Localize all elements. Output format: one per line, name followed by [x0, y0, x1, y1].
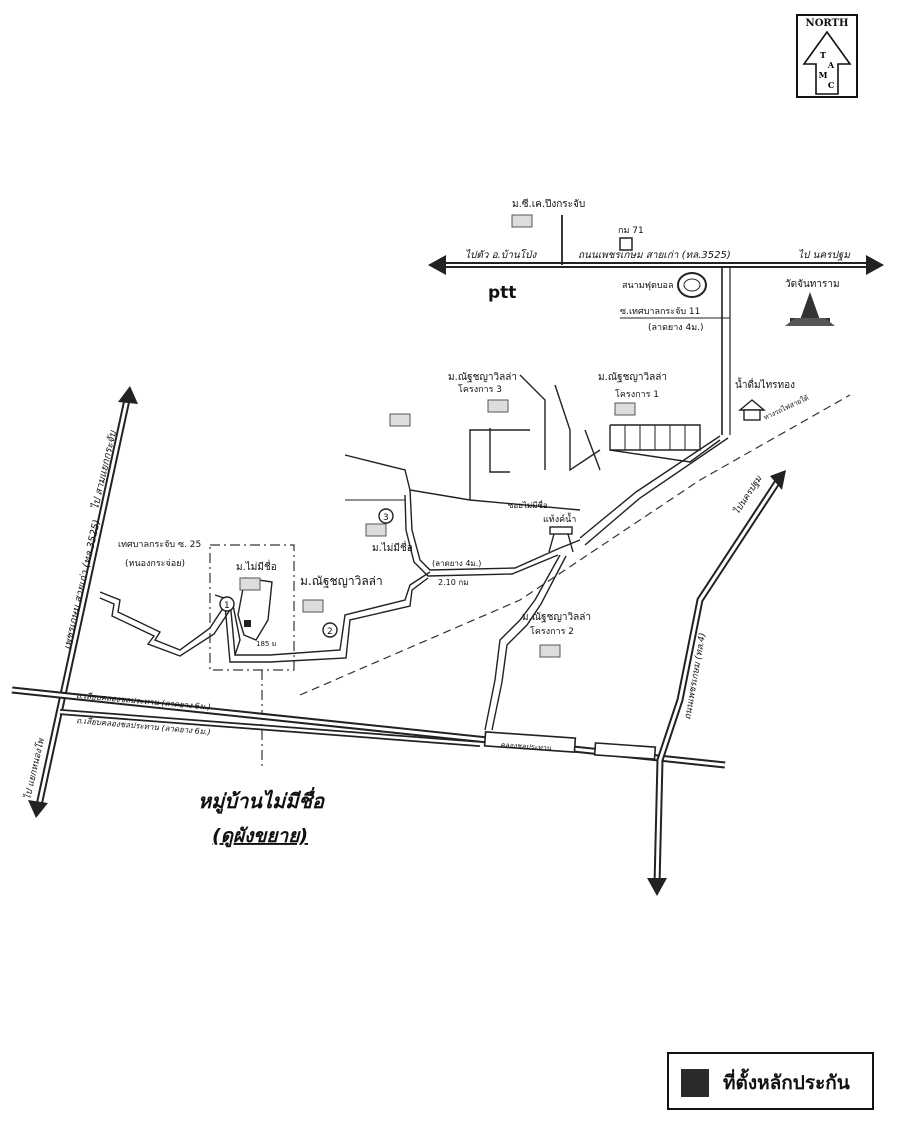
label-to-ban-pong: ไปตัว อ.บ้านโป่ง [465, 249, 537, 261]
label-rail: ทางรถไฟสายใต้ [762, 393, 810, 422]
label-water-plant: น้ำดื่มไทรทอง [735, 377, 795, 391]
label-project2-line2: โครงการ 2 [530, 626, 574, 637]
village-icon [487, 399, 509, 413]
temple-icon [785, 292, 835, 326]
village-icon [539, 644, 561, 658]
north-arrow-letter: C [828, 80, 834, 90]
label-inset-village: ม.ไม่มีชื่อ [236, 559, 277, 573]
label-water-tower: แท้งค์น้ำ [543, 512, 576, 525]
legend-label: ที่ตั้งหลักประกัน [723, 1072, 850, 1094]
house-icon [738, 399, 766, 411]
north-arrow-letter: M [819, 70, 828, 80]
label-project2-line1: ม.ณัฐชญาวิลล่า [522, 612, 591, 623]
label-num-2: 2 [327, 627, 333, 637]
arrow-right-icon [866, 255, 884, 275]
subtitle: (ดูผังขยาย) [212, 825, 308, 848]
label-num-3: 3 [383, 513, 389, 523]
label-ptt: ptt [488, 283, 516, 303]
arrow-left-icon [428, 255, 446, 275]
label-soi11-road: (ลาดยาง 4ม.) [648, 323, 704, 333]
highway-4 [647, 470, 786, 896]
label-project3-line2: โครงการ 3 [458, 384, 502, 395]
north-arrow-letter: T [820, 50, 826, 60]
label-soi-no-name: ซอยไม่มีชื่อ [508, 499, 548, 510]
marker-circle-3 [378, 508, 394, 524]
label-khok-school: ม.ซี.เค.ปึงกระจับ [512, 198, 585, 210]
water-tower-icon [548, 526, 574, 553]
label-football-field: สนามฟุตบอล [622, 281, 673, 291]
arrow-up-icon [118, 386, 138, 404]
village-icon [302, 599, 324, 613]
canal-road [11, 686, 726, 769]
label-dist210: 2.10 กม [438, 578, 468, 587]
village-icon [365, 523, 387, 537]
label-soi11: ซ.เทศบาลกระจับ 11 [620, 307, 700, 317]
label-no-name-village: ม.ไม่มีชื่อ [372, 540, 413, 554]
label-soi25-line2: (หนองกระจ่อย) [125, 559, 185, 569]
label-soi25-line1: เทศบาลกระจับ ซ. 25 [118, 540, 201, 550]
main-title: หมู่บ้านไม่มีชื่อ [198, 787, 325, 814]
legend-box: ที่ตั้งหลักประกัน [667, 1052, 874, 1110]
label-temple: วัดจันทาราม [785, 279, 840, 290]
legend-swatch [681, 1069, 709, 1097]
label-canal-road1: ถ.เลียบคลองชลประทาน (ลาดยาง 6ม.) [76, 691, 211, 712]
village-icon [511, 214, 533, 228]
label-left-highway: เพชรเกษม สายเก่า (ทล.3525) [62, 519, 103, 651]
collateral-location-marker [244, 620, 251, 627]
label-natchaya: ม.ณัฐชญาวิลล่า [300, 574, 383, 588]
main-road-top [428, 255, 884, 275]
label-paved4: (ลาดยาง 4ม.) [432, 559, 481, 568]
arrow-down-icon-2 [647, 878, 667, 896]
label-num-1: 1 [224, 601, 230, 611]
left-highway [28, 386, 138, 818]
marker-circle-1 [219, 596, 235, 612]
label-km71: กม 71 [618, 226, 644, 236]
north-label: NORTH [805, 18, 849, 29]
arrow-up-right-icon [770, 470, 786, 490]
label-project1-line2: โครงการ 1 [615, 389, 659, 400]
label-main-road: ถนนเพชรเกษม สายเก่า (ทล.3525) [578, 250, 731, 261]
village-icon [239, 577, 261, 591]
label-canal: คลองชลประทาน [500, 741, 552, 753]
label-project1-line1: ม.ณัฐชญาวิลล่า [598, 372, 667, 383]
village-icon [614, 402, 636, 416]
arrow-down-icon [28, 800, 48, 818]
km-marker-icon [619, 237, 633, 251]
marker-circle-2 [322, 622, 338, 638]
label-project3-line1: ม.ณัฐชญาวิลล่า [448, 372, 517, 383]
label-to-nakhon-pathom-top: ไป นครปฐม [798, 249, 851, 261]
label-dist185: 185 ม [256, 640, 276, 648]
north-arrow-letter: A [827, 60, 835, 70]
village-icon [389, 413, 411, 427]
